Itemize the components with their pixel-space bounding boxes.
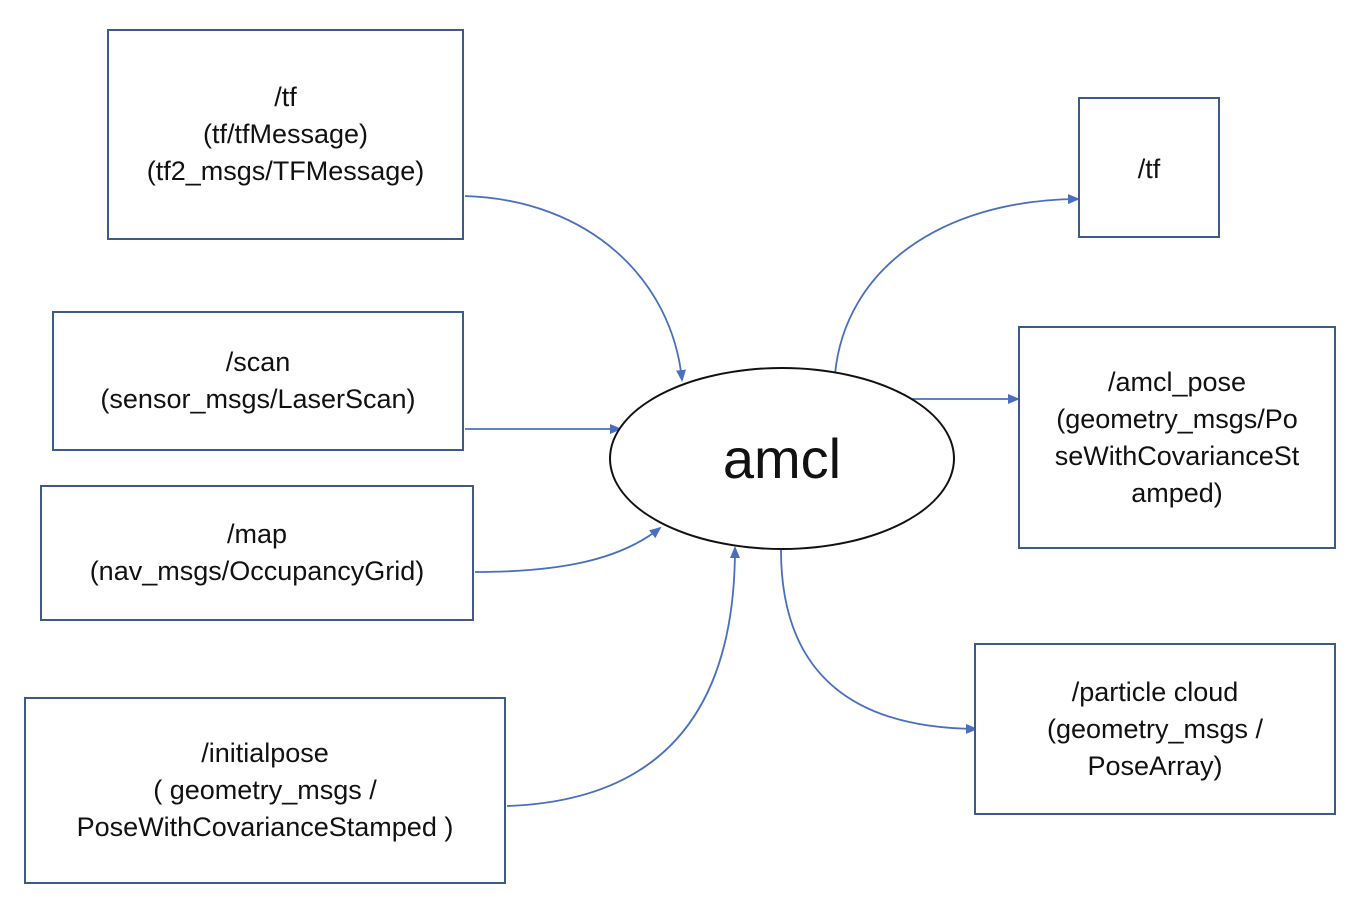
topic-name: /scan (225, 347, 291, 377)
topic-box-amcl-pose: /amcl_pose (geometry_msgs/Po seWithCovar… (1018, 326, 1336, 549)
topic-type: (sensor_msgs/LaserScan) (100, 384, 416, 414)
edge-amcl-to-tf (834, 194, 1080, 375)
topic-name: /amcl_pose (1107, 366, 1247, 397)
topic-name: /map (226, 519, 288, 549)
topic-type: (tf/tfMessage) (202, 119, 369, 149)
topic-name: /tf (1137, 154, 1161, 184)
topic-box-scan: /scan (sensor_msgs/LaserScan) (52, 311, 464, 451)
edge-initialpose-to-amcl (506, 546, 740, 807)
topic-type: (nav_msgs/OccupancyGrid) (89, 556, 425, 586)
topic-type: amped) (1131, 477, 1223, 508)
topic-type: PoseWithCovarianceStamped ) (76, 812, 454, 842)
amcl-node-label: amcl (722, 427, 842, 490)
topic-type: PoseArray) (1087, 750, 1223, 781)
edge-tf-to-amcl (464, 195, 686, 382)
topic-box-particle-cloud: /particle cloud (geometry_msgs / PoseArr… (974, 643, 1336, 815)
topic-box-initialpose: /initialpose ( geometry_msgs / PoseWithC… (24, 697, 506, 884)
topic-type: ( geometry_msgs / (153, 775, 377, 805)
edge-amcl-to-particle-cloud (780, 549, 978, 734)
amcl-node: amcl (609, 367, 955, 550)
edge-map-to-amcl (474, 526, 662, 573)
topic-type: (tf2_msgs/TFMessage) (146, 156, 425, 186)
topic-box-tf-output: /tf (1078, 97, 1220, 238)
topic-type: seWithCovarianceSt (1054, 440, 1300, 471)
topic-box-tf-input: /tf (tf/tfMessage) (tf2_msgs/TFMessage) (107, 29, 464, 240)
topic-name: /particle cloud (1071, 676, 1239, 707)
topic-type: (geometry_msgs / (1046, 713, 1264, 744)
topic-box-map: /map (nav_msgs/OccupancyGrid) (40, 485, 474, 621)
topic-name: /initialpose (201, 738, 329, 768)
topic-name: /tf (274, 82, 297, 112)
topic-type: (geometry_msgs/Po (1056, 403, 1298, 434)
